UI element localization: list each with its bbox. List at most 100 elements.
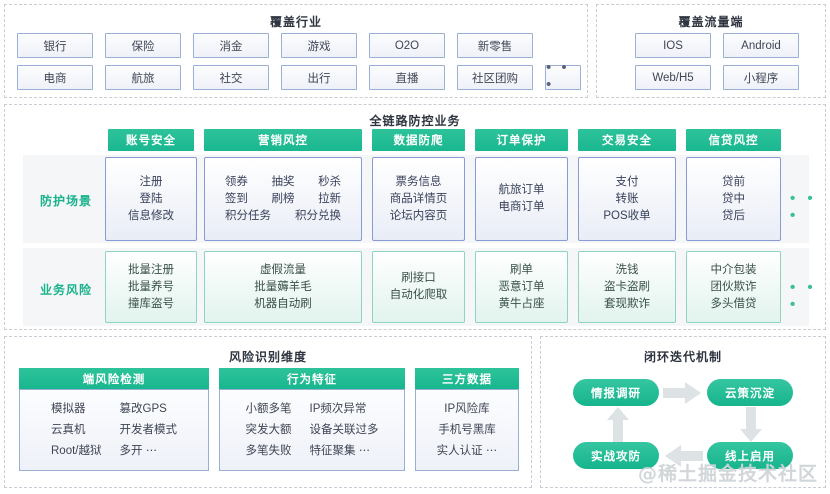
risk-card-order-protection[interactable]: 刷单 恶意订单 黄牛占座 [475, 251, 568, 323]
risk-item: 恶意订单 [498, 280, 545, 293]
dimension-head-behavior[interactable]: 行为特征 [219, 368, 405, 389]
risk-item: 中介包装 [710, 263, 757, 276]
industry-chip[interactable]: 直播 [369, 65, 445, 90]
risk-card-anti-crawler[interactable]: 刷接口 自动化爬取 [372, 251, 465, 323]
industry-chip[interactable]: 社交 [193, 65, 269, 90]
risk-item: 批量注册 [128, 263, 174, 276]
industries-more-icon[interactable]: • • • [545, 59, 581, 93]
dimension-item: 开发者模式 [119, 424, 178, 436]
industry-chip[interactable]: 社区团购 [457, 65, 533, 90]
scene-item: 秒杀 [318, 175, 342, 188]
dimension-item: IP风险库 [444, 403, 490, 415]
scene-item: 刷榜 [271, 192, 295, 205]
dimension-head-thirdparty[interactable]: 三方数据 [415, 368, 519, 389]
scene-item: 注册 [139, 175, 163, 188]
industry-chip[interactable]: 电商 [17, 65, 93, 90]
loop-node-intel-research[interactable]: 情报调研 [573, 379, 659, 406]
category-tabs: 账号安全 营销风控 数据防爬 订单保护 交易安全 信贷风控 [5, 129, 825, 151]
scene-item: 贷中 [722, 192, 745, 205]
tab-anti-crawler[interactable]: 数据防爬 [372, 129, 465, 151]
risk-card-transaction-security[interactable]: 洗钱 盗卡盗刷 套现欺诈 [578, 251, 676, 323]
industry-chip[interactable]: 保险 [105, 33, 181, 58]
scene-card-credit-risk[interactable]: 贷前 贷中 贷后 [686, 157, 781, 241]
traffic-end-chip[interactable]: Web/H5 [635, 65, 711, 90]
tab-account-security[interactable]: 账号安全 [108, 129, 194, 151]
scene-card-account-security[interactable]: 注册 登陆 信息修改 [105, 157, 197, 241]
scene-item: POS收单 [603, 209, 651, 222]
scene-item: 贷前 [722, 175, 745, 188]
dimension-item: 云真机 [51, 424, 86, 436]
dimension-item: 特征聚集 ⋯ [309, 445, 371, 457]
mid-title: 全链路防控业务 [369, 114, 461, 128]
panel-industries: 覆盖行业 银行 保险 消金 游戏 O2O 新零售 电商 航旅 社交 出行 直播 … [4, 4, 588, 98]
tab-marketing-risk[interactable]: 营销风控 [204, 129, 362, 151]
traffic-end-chip[interactable]: Android [723, 33, 799, 58]
dimension-item: 实人认证 ⋯ [436, 445, 498, 457]
traffic-end-chip[interactable]: 小程序 [723, 65, 799, 90]
scene-card-marketing-risk[interactable]: 领券 抽奖 秒杀 签到 刷榜 拉新 积分任务 积分兑换 [204, 157, 362, 241]
scene-item: 支付 [615, 175, 639, 188]
loop-node-policy-deposit[interactable]: 云策沉淀 [707, 379, 793, 406]
scene-item: 签到 [224, 192, 248, 205]
industry-chip[interactable]: O2O [369, 33, 445, 58]
loop-title: 闭环迭代机制 [643, 350, 722, 364]
risk-item: 套现欺诈 [604, 297, 650, 310]
risk-item: 团伙欺诈 [710, 280, 757, 293]
arrow-right-icon [663, 382, 701, 404]
arrow-left-icon [665, 445, 703, 467]
risk-item: 刷接口 [401, 272, 436, 284]
scene-item: 积分任务 [225, 209, 271, 222]
dimension-item: 篡改GPS [119, 403, 167, 415]
risk-card-account-security[interactable]: 批量注册 批量养号 撞库盗号 [105, 251, 197, 323]
scene-card-order-protection[interactable]: 航旅订单 电商订单 [475, 157, 568, 241]
scene-card-transaction-security[interactable]: 支付 转账 POS收单 [578, 157, 676, 241]
industry-chip[interactable]: 航旅 [105, 65, 181, 90]
scene-more-icon[interactable]: • • • [790, 190, 817, 224]
risk-item: 批量养号 [128, 280, 174, 293]
scene-item: 贷后 [722, 209, 745, 222]
scene-card-anti-crawler[interactable]: 票务信息 商品详情页 论坛内容页 [372, 157, 465, 241]
dimension-item: Root/越狱 [51, 445, 102, 457]
risk-item: 撞库盗号 [128, 297, 174, 310]
industry-chip[interactable]: 消金 [193, 33, 269, 58]
scene-item: 拉新 [318, 192, 342, 205]
tab-transaction-security[interactable]: 交易安全 [578, 129, 676, 151]
risk-item: 批量薅羊毛 [254, 280, 312, 293]
risk-item: 机器自动刷 [254, 297, 312, 310]
panel-full-chain-control: 全链路防控业务 防护场景 业务风险 账号安全 营销风控 数据防爬 订单保护 交易… [4, 104, 826, 330]
risk-card-credit-risk[interactable]: 中介包装 团伙欺诈 多头借贷 [686, 251, 781, 323]
dimension-body-thirdparty: IP风险库 手机号黑库 实人认证 ⋯ [415, 389, 519, 471]
row-label-scene: 防护场景 [39, 194, 92, 208]
traffic-end-chip[interactable]: IOS [635, 33, 711, 58]
dimension-item: 突发大额 [245, 424, 292, 436]
risk-item: 虚假流量 [260, 263, 306, 276]
dimension-item: 小额多笔 [245, 403, 292, 415]
scene-item: 信息修改 [128, 209, 174, 222]
loop-node-live-defense[interactable]: 实战攻防 [573, 442, 659, 469]
industries-title: 覆盖行业 [269, 15, 322, 29]
panel-risk-dimensions: 风险识别维度 端风险检测 模拟器 篡改GPS 云真机 开发者模式 Root/越狱… [4, 336, 532, 488]
arrow-up-icon [607, 407, 629, 442]
dimension-head-device[interactable]: 端风险检测 [19, 368, 209, 389]
risk-card-marketing-risk[interactable]: 虚假流量 批量薅羊毛 机器自动刷 [204, 251, 362, 323]
dimension-item: 多开 ⋯ [119, 445, 158, 457]
risk-item: 盗卡盗刷 [604, 280, 650, 293]
industry-chip[interactable]: 新零售 [457, 33, 533, 58]
scene-item: 论坛内容页 [389, 209, 448, 222]
scene-item: 电商订单 [498, 201, 545, 213]
scene-item: 抽奖 [271, 175, 295, 188]
loop-node-online-enable[interactable]: 线上启用 [707, 442, 793, 469]
tab-order-protection[interactable]: 订单保护 [475, 129, 568, 151]
scene-item: 商品详情页 [389, 192, 448, 205]
industry-chip[interactable]: 出行 [281, 65, 357, 90]
industry-chip[interactable]: 银行 [17, 33, 93, 58]
risk-item: 自动化爬取 [389, 289, 448, 301]
risk-more-icon[interactable]: • • • [790, 279, 817, 313]
dimension-item: IP频次异常 [309, 403, 367, 415]
tab-credit-risk[interactable]: 信贷风控 [686, 129, 781, 151]
industry-chip[interactable]: 游戏 [281, 33, 357, 58]
scene-item: 航旅订单 [498, 184, 545, 196]
dimensions-title: 风险识别维度 [228, 350, 307, 364]
panel-traffic-ends: 覆盖流量端 IOS Android Web/H5 小程序 [596, 4, 826, 98]
watermark: @稀土掘金技术社区 [637, 463, 818, 485]
